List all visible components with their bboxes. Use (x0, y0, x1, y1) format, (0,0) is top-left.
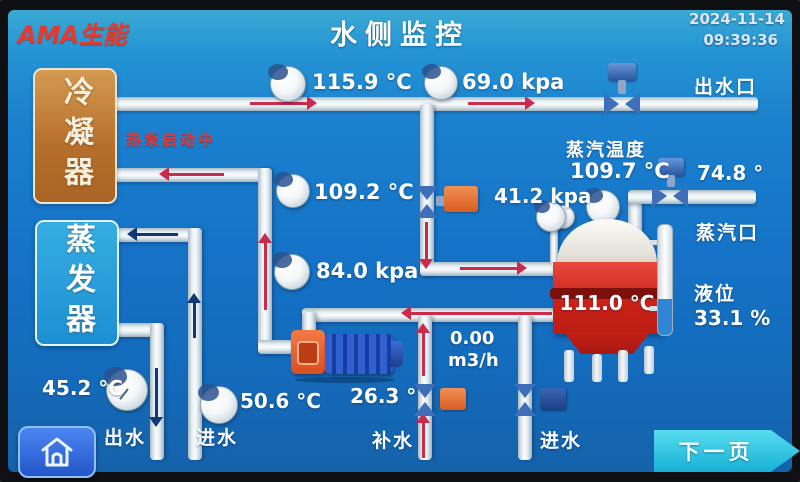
flow-arrow-left-icon (401, 306, 552, 320)
makeup-flow-unit: m3/h (448, 350, 499, 371)
pump-motor-cap (391, 341, 403, 367)
page-title: 水侧监控 (330, 20, 470, 51)
pipe-water-in-left (188, 228, 202, 460)
middle-pressure: 41.2 kpa (494, 184, 592, 208)
evaporator-label: 蒸发器 (60, 223, 95, 343)
next-page-label: 下一页 (678, 440, 754, 464)
brand-logo: AMA生能 (18, 21, 128, 49)
pump-press-gauge-icon (272, 252, 310, 290)
tank-leg (618, 350, 628, 382)
liquid-level-value: 33.1 % (694, 306, 771, 330)
water-in-left-label: 进水 (196, 427, 239, 449)
steam-valve-icon (652, 185, 688, 207)
inlet-valve-icon (514, 384, 536, 416)
steam-outlet-temperature: 74.8 ° (697, 161, 764, 185)
inlet-valve-actuator (540, 388, 566, 410)
water-out-temperature: 45.2 °C (42, 376, 123, 400)
water-in-right-label: 进水 (540, 430, 583, 452)
pump-inlet-icon (297, 341, 319, 365)
next-page-button[interactable]: 下一页 (654, 430, 800, 472)
date-display: 2024-11-14 (689, 10, 785, 28)
flow-arrow-left-icon (159, 167, 224, 181)
evaporator-box: 蒸发器 (35, 220, 119, 346)
pump-pressure: 84.0 kpa (316, 259, 419, 283)
makeup-valve-icon (414, 384, 436, 416)
level-connector (650, 306, 660, 311)
pipe-supply-top (110, 97, 758, 111)
level-connector (650, 240, 660, 245)
makeup-temperature: 26.3 ° (350, 384, 417, 408)
return-temp-gauge-icon (274, 172, 310, 208)
return-temperature: 109.2 °C (314, 180, 414, 204)
water-out-gauge-icon (104, 367, 148, 411)
time-display: 09:39:36 (703, 31, 778, 49)
pipe-steam-out (628, 190, 756, 204)
steam-temperature-label: 蒸汽温度 (566, 140, 646, 161)
pipe-gauge-stub (550, 226, 558, 266)
tank-gauge-icon (584, 188, 620, 224)
pump-shadow (295, 377, 395, 383)
supply-press-gauge-icon (422, 64, 458, 100)
flow-arrow-down-icon (149, 368, 163, 427)
flow-arrow-down-icon (419, 222, 433, 269)
supply-temp-gauge-icon (268, 64, 306, 102)
pipe-tank-to-pump (302, 308, 570, 322)
flow-arrow-left-icon (127, 227, 178, 241)
water-in-gauge-icon (198, 384, 238, 424)
valve-stem (436, 196, 446, 206)
makeup-flow-value: 0.00 (450, 328, 495, 349)
branch-valve-icon (416, 186, 438, 218)
supply-pressure: 69.0 kpa (462, 70, 565, 94)
tank-bottom (563, 332, 651, 354)
mid-press-gauge-icon (534, 200, 566, 232)
heat-pump-status: 热泵启动中 (126, 131, 217, 149)
level-fill (658, 298, 672, 335)
outlet-valve-icon (604, 93, 640, 115)
steam-temperature: 109.7 °C (570, 159, 670, 183)
water-in-temperature: 50.6 °C (240, 389, 321, 413)
supply-temperature: 115.9 °C (312, 70, 412, 94)
tank-band (550, 288, 664, 299)
water-outlet-port-label: 出水口 (694, 76, 758, 98)
steam-port-label: 蒸汽口 (696, 222, 760, 244)
level-indicator (657, 224, 673, 336)
home-icon (40, 436, 74, 468)
flow-arrow-right-icon (250, 96, 317, 110)
makeup-water-label: 补水 (372, 430, 415, 452)
flow-arrow-up-icon (416, 413, 430, 458)
home-button[interactable] (18, 426, 96, 478)
condenser-label: 冷凝器 (58, 76, 93, 196)
makeup-valve-actuator (440, 388, 466, 410)
flow-arrow-right-icon (468, 96, 535, 110)
tank-leg (644, 346, 654, 374)
water-out-label: 出水 (104, 427, 147, 449)
condenser-box: 冷凝器 (33, 68, 117, 204)
outlet-valve-actuator (608, 63, 636, 81)
pump-motor-icon (325, 334, 393, 374)
flow-arrow-up-icon (416, 323, 430, 376)
branch-valve-actuator (444, 186, 478, 212)
flow-arrow-right-icon (460, 261, 527, 275)
liquid-level-label: 液位 (694, 283, 737, 305)
valve-stem (618, 80, 626, 94)
tank-leg (564, 350, 574, 382)
tank-leg (592, 354, 602, 382)
valve-stem (667, 175, 675, 187)
flow-arrow-up-icon (258, 233, 272, 310)
steam-valve-actuator (658, 158, 684, 176)
flow-arrow-up-icon (187, 293, 201, 338)
tank-temperature: 111.0 °C (559, 291, 655, 315)
